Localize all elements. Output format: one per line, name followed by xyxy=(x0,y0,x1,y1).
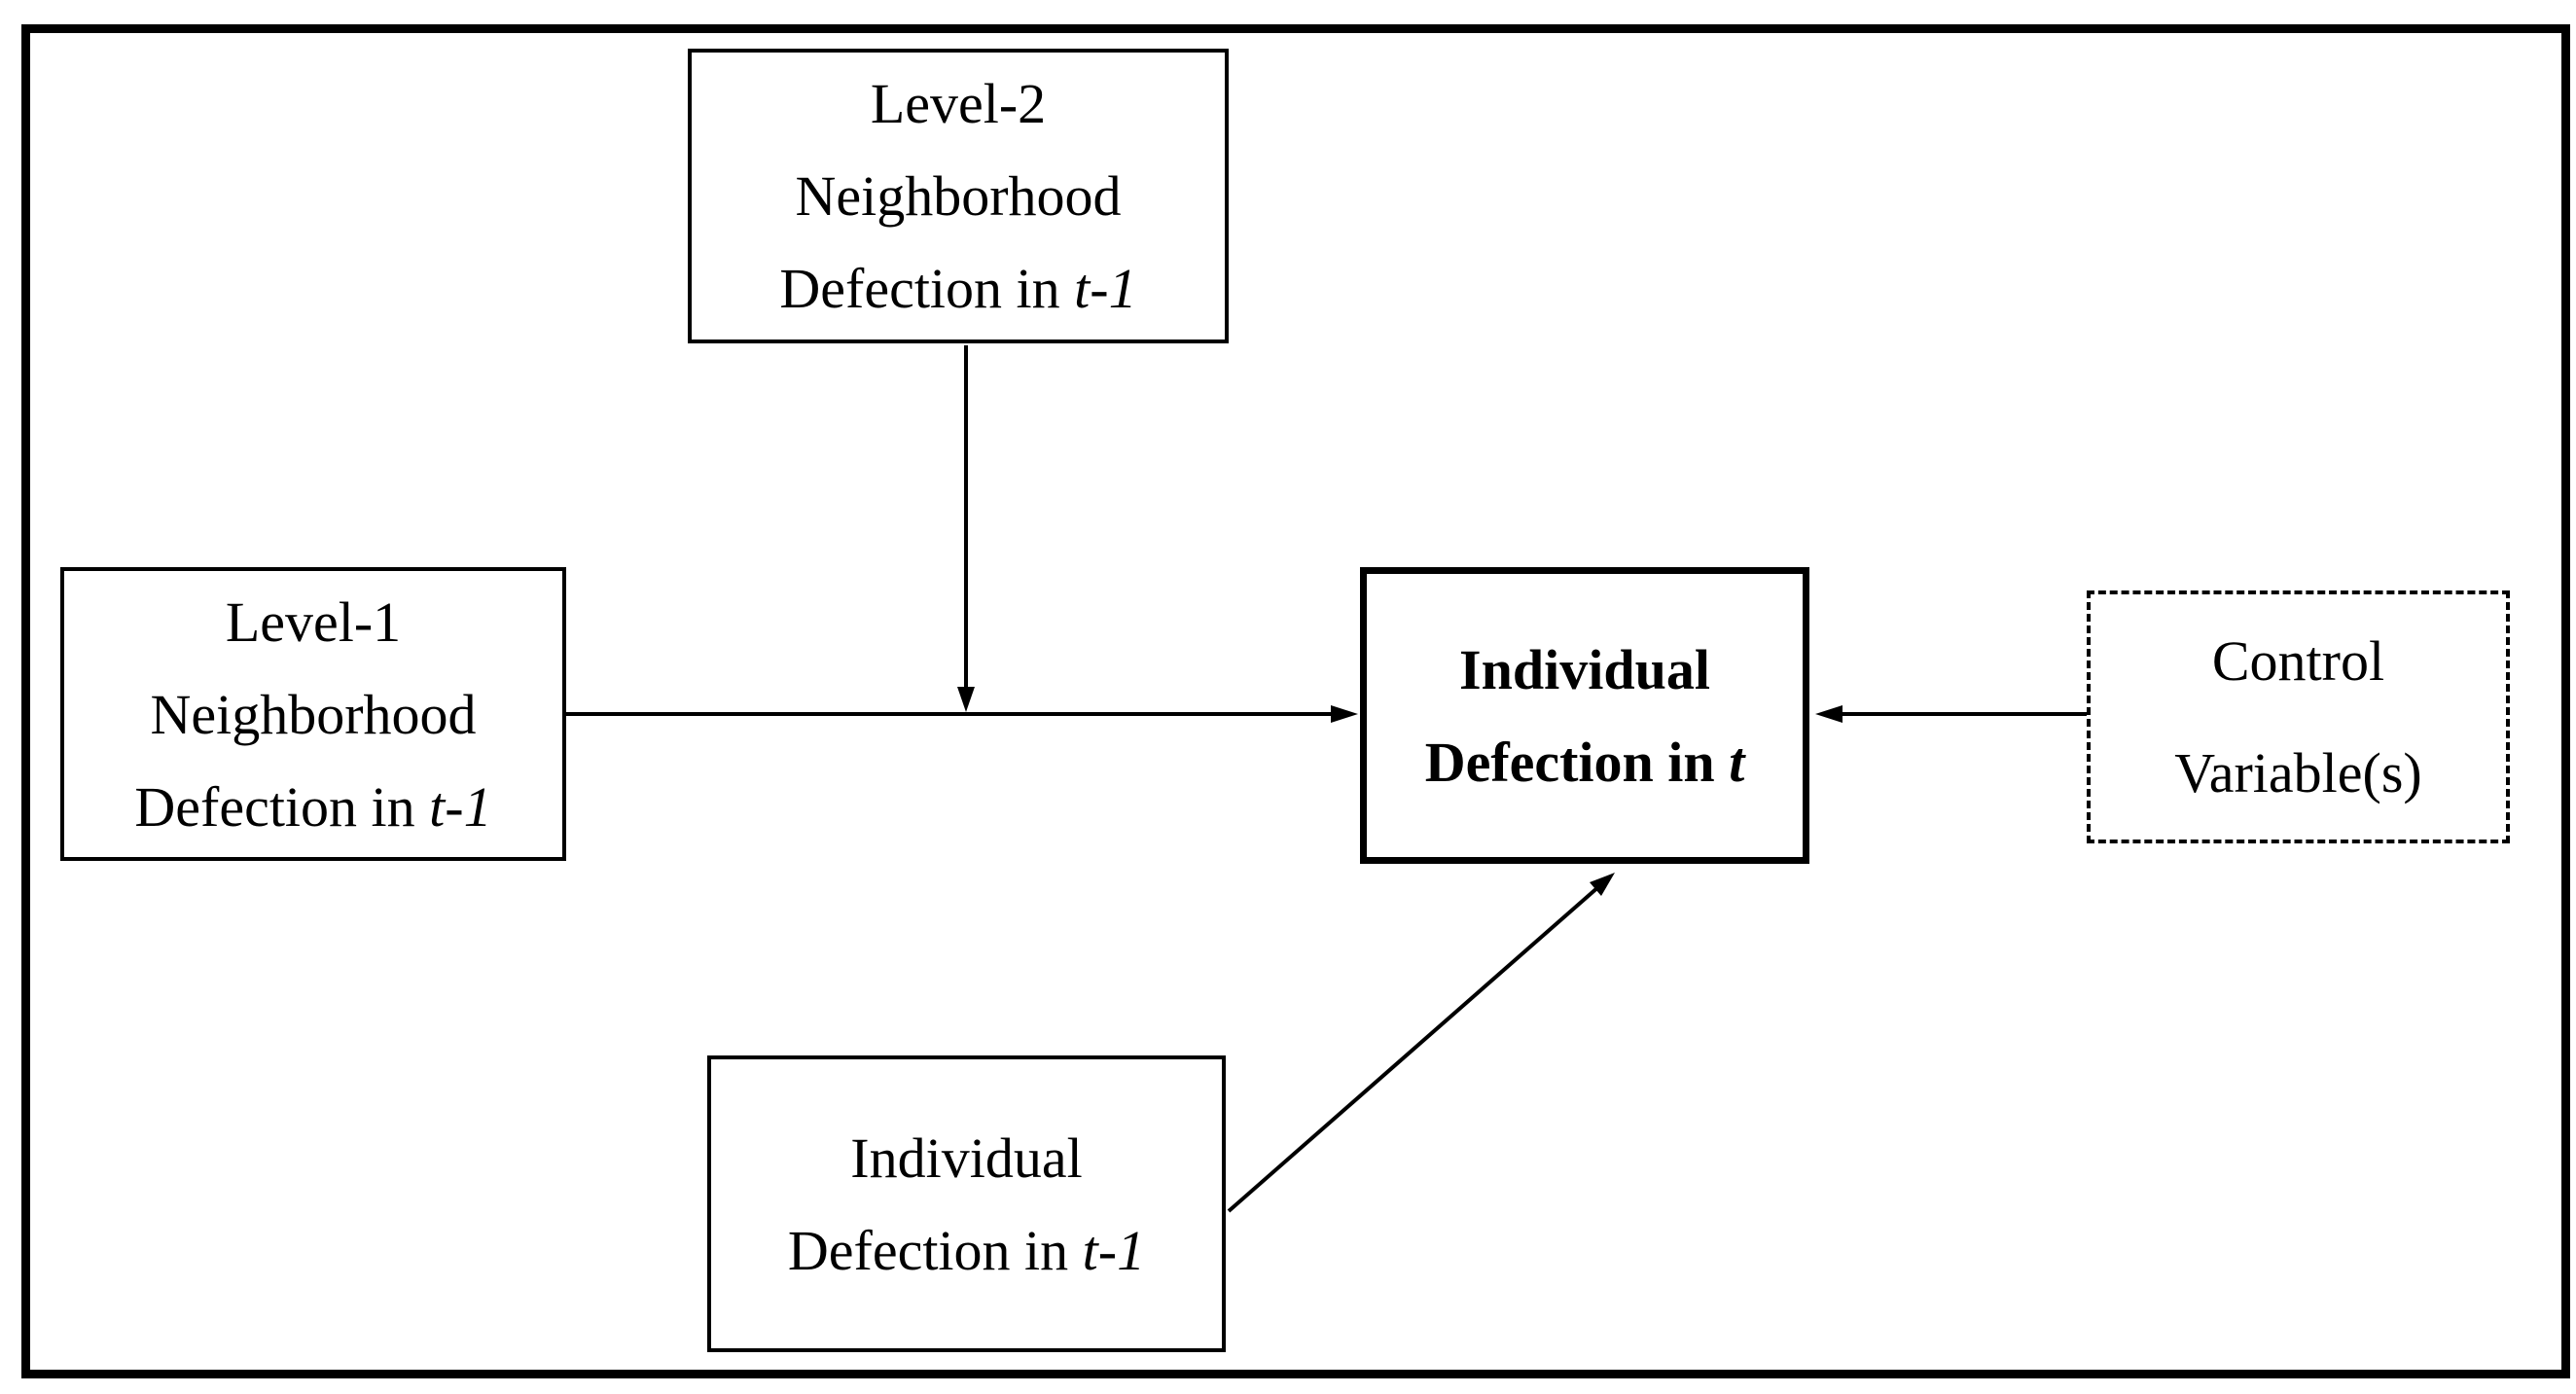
time-term: t-1 xyxy=(1082,1218,1146,1282)
box-text-line: Control xyxy=(2211,629,2385,693)
time-term: t-1 xyxy=(1074,257,1137,320)
box-text-line: Level-1 xyxy=(225,590,402,654)
box-text-prefix: Defection in xyxy=(779,257,1060,320)
box-text-line: Individual xyxy=(1459,637,1710,701)
box-text-line: Neighborhood xyxy=(150,682,477,746)
individual-defection-t-box: Individual Defection in t xyxy=(1360,567,1809,864)
time-term: t-1 xyxy=(429,774,492,839)
box-text-line: Defection in t xyxy=(1425,716,1745,808)
box-text-line: Neighborhood xyxy=(795,164,1122,228)
level1-neighborhood-defection-box: Level-1 Neighborhood Defection in t-1 xyxy=(60,567,566,861)
box-text-prefix: Defection in xyxy=(787,1218,1069,1282)
box-text-prefix: Defection in xyxy=(134,774,415,839)
box-text-line: Individual xyxy=(850,1126,1083,1190)
box-text-line: Defection in t-1 xyxy=(788,1204,1145,1297)
individual-defection-t1-box: Individual Defection in t-1 xyxy=(707,1055,1226,1352)
level2-neighborhood-defection-box: Level-2 Neighborhood Defection in t-1 xyxy=(688,49,1229,343)
diagram-outer-frame xyxy=(21,24,2570,1378)
box-text-line: Defection in t-1 xyxy=(134,761,491,853)
box-text-line: Level-2 xyxy=(870,72,1047,135)
box-text-line: Defection in t-1 xyxy=(779,242,1136,335)
time-term: t xyxy=(1729,730,1745,794)
box-text-line: Variable(s) xyxy=(2174,741,2422,804)
control-variables-box: Control Variable(s) xyxy=(2087,590,2510,843)
box-text-prefix: Defection in xyxy=(1424,730,1715,794)
